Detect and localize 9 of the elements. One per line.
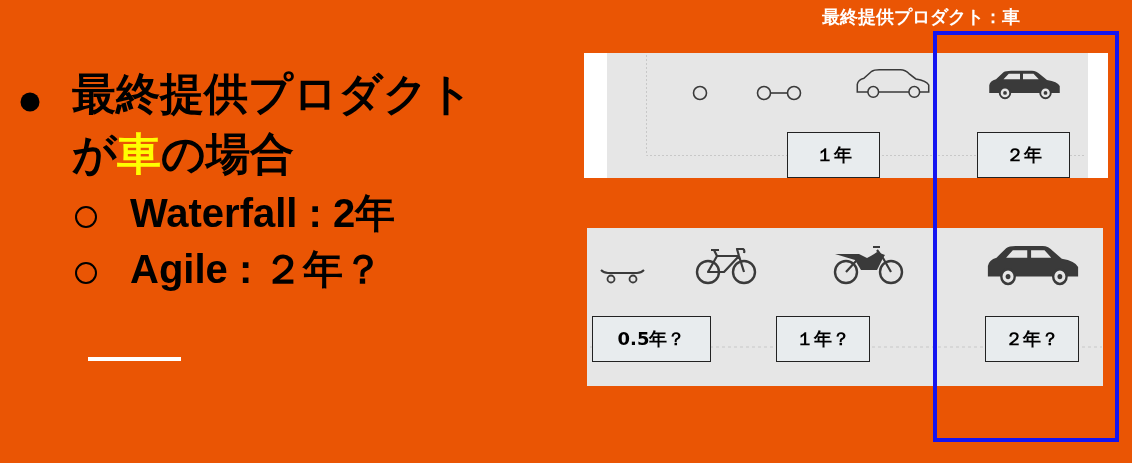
bullet-heading: 最終提供プロダクトが車の場合 [72,68,474,180]
duration-tag: １年？ [776,316,870,362]
frame-heading: 最終提供プロダクト：車 [822,6,1020,28]
duration-tag: ２年 [977,132,1070,178]
list-item-text: Agile : ２年？ [130,246,384,293]
list-item-text: Waterfall : 2年 [130,190,396,237]
duration-tag: ２年？ [985,316,1079,362]
duration-tag: １年 [787,132,880,178]
duration-tag: 0.5年？ [592,316,711,362]
